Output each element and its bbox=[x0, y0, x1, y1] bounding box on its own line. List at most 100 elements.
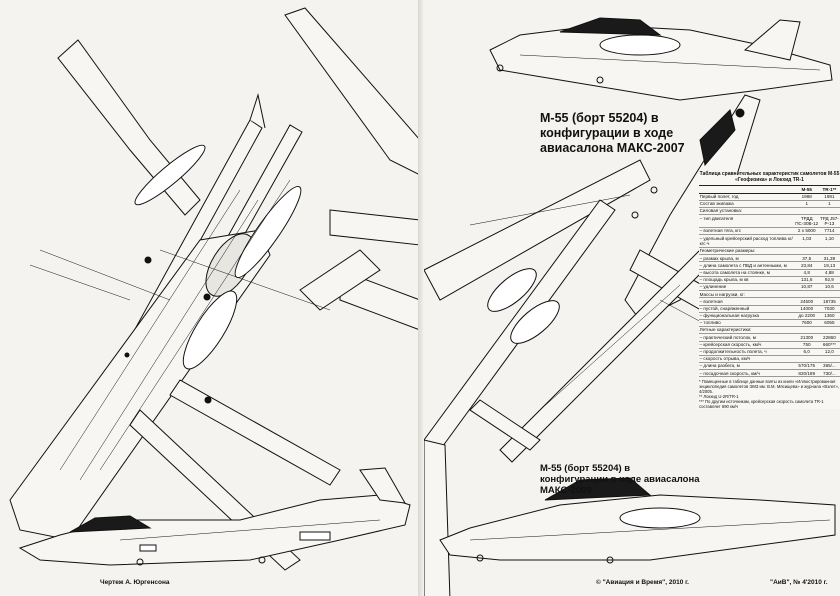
row-value: 4,88 bbox=[818, 269, 840, 277]
row-value: 750 bbox=[794, 341, 819, 349]
row-label: – длина разбега, м bbox=[699, 362, 795, 371]
row-value: 4,8 bbox=[794, 269, 819, 277]
row-value: 7030 bbox=[818, 305, 840, 313]
row-value: 7600 bbox=[794, 319, 819, 328]
row-value bbox=[818, 326, 840, 335]
row-value: 1 bbox=[818, 200, 840, 209]
table-notes: * Помещенные в таблице данные взяты из к… bbox=[699, 379, 840, 409]
table-row: Массы и нагрузки, кг: bbox=[699, 290, 840, 299]
row-value: 24500 bbox=[794, 297, 819, 306]
copyright-notice: © "Авиация и Время", 2010 г. bbox=[596, 579, 689, 586]
table-row: Летные характеристики: bbox=[699, 326, 840, 335]
row-value: 660*** bbox=[818, 341, 840, 349]
table-note: * Помещенные в таблице данные взяты из к… bbox=[699, 379, 840, 395]
row-value: 2 х 5000 bbox=[794, 227, 819, 236]
row-value: 570/175 bbox=[794, 362, 819, 371]
table-note: ** Локхид U-2R/TR-1 bbox=[699, 394, 739, 400]
left-side-profile bbox=[18, 467, 411, 566]
row-value bbox=[794, 326, 819, 335]
caption-maks-2007: М-55 (борт 55204) в конфигурации в ходе … bbox=[540, 111, 685, 155]
spec-table-box: Таблица сравнительных характеристик само… bbox=[699, 171, 840, 410]
column-header bbox=[699, 185, 795, 194]
row-value: 1981 bbox=[818, 193, 840, 201]
caption-maks-2009: М-55 (борт 55204) в конфигурации в ходе … bbox=[540, 463, 700, 496]
row-label: – посадочная скорость, км/ч bbox=[699, 369, 795, 378]
page-gutter bbox=[418, 0, 424, 596]
row-value: 820/189 bbox=[794, 369, 819, 378]
right-top-profile bbox=[489, 17, 833, 101]
row-value bbox=[818, 355, 840, 364]
row-value: 10,87 bbox=[794, 283, 819, 292]
row-value: ТРД J57-P-13 bbox=[818, 214, 840, 229]
row-value bbox=[818, 247, 840, 256]
right-side-profile bbox=[439, 477, 836, 564]
row-label: Первый полет, год bbox=[699, 193, 795, 201]
row-label: – высота самолета на стоянке, м bbox=[699, 269, 795, 277]
row-label: – удлинение bbox=[699, 283, 795, 292]
row-value: 37,5 bbox=[794, 254, 819, 263]
row-value bbox=[818, 207, 840, 216]
row-value: 21300 bbox=[794, 333, 819, 342]
column-header: TR-1** bbox=[818, 185, 840, 194]
row-value bbox=[794, 290, 819, 299]
column-header: М-55 bbox=[794, 185, 819, 194]
row-label: Геометрические размеры: bbox=[699, 247, 795, 256]
row-value: 1,10 bbox=[818, 234, 840, 249]
row-value: 1988 bbox=[794, 193, 819, 201]
row-value: 730/... bbox=[818, 369, 840, 378]
row-label: – длина самолета с ПВД и антенными, м bbox=[699, 261, 795, 270]
row-label: – продолжительность полета, ч bbox=[699, 348, 795, 356]
row-label: – взлетная bbox=[699, 297, 795, 306]
row-value: 31,39 bbox=[818, 254, 840, 263]
table-row: Силовая установка: bbox=[699, 207, 840, 216]
row-label: – крейсерская скорость, км/ч bbox=[699, 341, 795, 349]
row-value: ТРДД ПС-30В-12 bbox=[794, 214, 819, 229]
row-label: – тип двигателя bbox=[699, 214, 795, 229]
table-row: Геометрические размеры: bbox=[699, 247, 840, 256]
row-value: 1,03 bbox=[794, 234, 819, 249]
row-label: – удельный крейсерский расход топлива кг… bbox=[699, 234, 795, 249]
drawing-credit: Чертеж А. Юргенсона bbox=[100, 579, 170, 586]
row-value: 7714 bbox=[818, 227, 840, 236]
table-header-row: М-55 TR-1** bbox=[699, 185, 840, 194]
row-value: 1360 bbox=[818, 312, 840, 320]
row-label: Летные характеристики: bbox=[699, 326, 795, 335]
issue-number: "АиВ", № 4'2010 г. bbox=[770, 579, 828, 586]
left-plan-view bbox=[9, 7, 421, 571]
row-label: – скорость отрыва, км/ч bbox=[699, 355, 795, 364]
row-label: – функциональная нагрузка bbox=[699, 312, 795, 320]
row-value: 92,9 bbox=[818, 276, 840, 285]
row-value: до 2200 bbox=[794, 312, 819, 320]
row-value: 19,13 bbox=[818, 261, 840, 270]
row-value bbox=[794, 207, 819, 216]
row-value: 18735 bbox=[818, 297, 840, 306]
table-title: Таблица сравнительных характеристик само… bbox=[699, 171, 840, 183]
row-label: Силовая установка: bbox=[699, 207, 795, 216]
row-label: – практический потолок, м bbox=[699, 333, 795, 342]
row-label: – пустой, снаряженный bbox=[699, 305, 795, 313]
row-label: – размах крыла, м bbox=[699, 254, 795, 263]
row-label: Массы и нагрузки, кг: bbox=[699, 290, 795, 299]
row-label: – взлетная тяга, кгс bbox=[699, 227, 795, 236]
row-value bbox=[794, 247, 819, 256]
table-note: *** По другим источникам, крейсерская ск… bbox=[699, 399, 824, 410]
